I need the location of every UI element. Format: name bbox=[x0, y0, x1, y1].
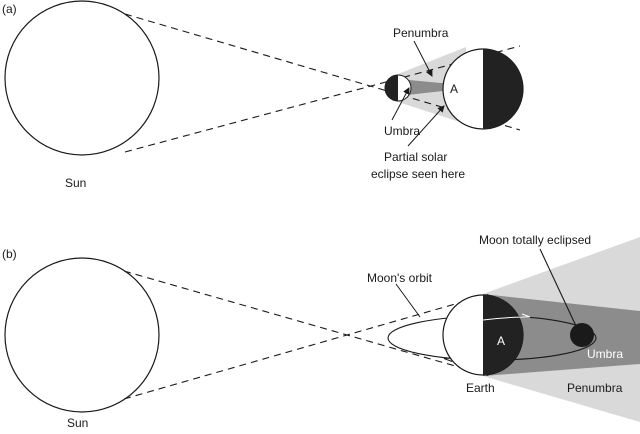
panel-a: (a) Sun A Penumbra Umbra Partial solar e… bbox=[2, 0, 524, 190]
orbit-pointer bbox=[395, 283, 421, 318]
moon-eclipsed-pointer bbox=[539, 248, 577, 327]
eclipse-a-label-line2: eclipse seen here bbox=[371, 167, 465, 181]
orbit-arrow-back bbox=[521, 313, 531, 318]
umbra-a-pointer bbox=[391, 87, 410, 121]
orbit-arrow-front bbox=[443, 357, 453, 362]
earth-b-label: Earth bbox=[466, 381, 495, 395]
point-a-label: A bbox=[450, 82, 458, 96]
panel-b: (b) Sun A Umbra Moon totally eclipsed Mo… bbox=[2, 233, 640, 430]
penumbra-b-label: Penumbra bbox=[567, 381, 623, 395]
sun-a-label: Sun bbox=[65, 176, 86, 190]
earth-a-night-side bbox=[483, 49, 523, 129]
moon-eclipsed bbox=[570, 323, 594, 347]
sun-b bbox=[4, 257, 160, 413]
moon-a-dark-side bbox=[385, 75, 398, 101]
point-b-label: A bbox=[497, 334, 505, 348]
sun-b-label: Sun bbox=[67, 416, 88, 430]
panel-a-tag: (a) bbox=[2, 2, 17, 16]
sun-a bbox=[4, 0, 160, 156]
eclipse-a-label-line1: Partial solar bbox=[384, 150, 447, 164]
umbra-a-label: Umbra bbox=[384, 124, 420, 138]
eclipse-a-pointer bbox=[407, 105, 445, 147]
earth-b-night-side bbox=[483, 295, 523, 375]
panel-b-tag: (b) bbox=[2, 247, 17, 261]
penumbra-a-label: Penumbra bbox=[393, 26, 449, 40]
penumbra-a-pointer bbox=[413, 40, 433, 77]
umbra-a bbox=[398, 79, 452, 96]
sun-rays-b bbox=[123, 270, 491, 400]
orbit-label: Moon's orbit bbox=[367, 271, 433, 285]
moon-eclipsed-label: Moon totally eclipsed bbox=[479, 233, 591, 247]
moon-orbit-over-earth bbox=[482, 316, 524, 321]
umbra-b-label: Umbra bbox=[587, 347, 623, 361]
